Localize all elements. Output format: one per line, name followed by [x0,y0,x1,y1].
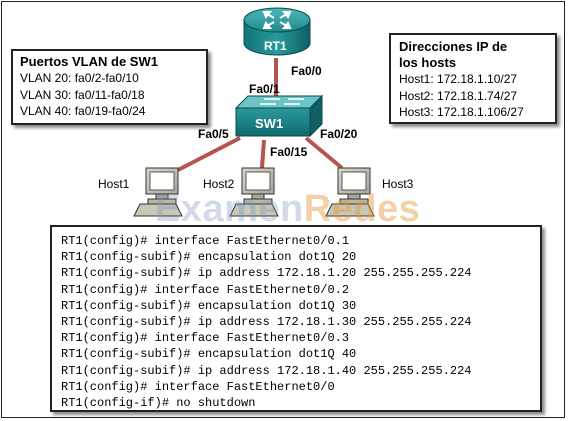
host2-label: Host2 [203,177,235,191]
port-label-rt1-fa0-0: Fa0/0 [291,64,322,78]
watermark-part2: Redes [303,188,421,230]
port-label-sw1-fa0-20: Fa0/20 [320,127,358,141]
host-ip-box: Direcciones IP de los hosts Host1: 172.1… [389,33,557,124]
router-label: RT1 [264,39,287,53]
cli-line: RT1(config-subif)# encapsulation dot1Q 3… [61,298,357,313]
port-label-sw1-fa0-5: Fa0/5 [198,127,229,141]
port-label-sw1-fa0-1: Fa0/1 [249,82,280,96]
vlan-box-title: Puertos VLAN de SW1 [20,54,158,69]
cli-line: RT1(config)# interface FastEthernet0/0.2 [61,282,350,297]
cli-line: RT1(config-subif)# encapsulation dot1Q 2… [61,250,357,265]
vlan-line: VLAN 40: fa0/19-fa0/24 [20,104,146,118]
link-sw1-host2 [260,139,266,169]
port-label-sw1-fa0-15: Fa0/15 [270,145,308,159]
cli-line: RT1(config-subif)# encapsulation dot1Q 4… [61,347,357,362]
host-ip-line: Host1: 172.18.1.10/27 [399,72,518,86]
link-sw1-host1 [177,136,241,172]
host-ip-line: Host3: 172.18.1.106/27 [399,105,524,119]
cli-line: RT1(config-subif)# ip address 172.18.1.4… [61,363,472,378]
cli-line: RT1(config)# interface FastEthernet0/0 [61,379,335,394]
host2-pc-icon [229,167,279,217]
host3-pc-icon [325,167,375,217]
router-icon [243,7,311,56]
host1-label: Host1 [98,177,130,191]
watermark-part1: Examen [155,188,304,230]
ip-box-title-line2: los hosts [399,55,457,70]
host-ip-line: Host2: 172.18.1.74/27 [399,88,518,103]
vlan-line: VLAN 20: fa0/2-fa0/10 [20,71,139,85]
cli-line: RT1(config)# interface FastEthernet0/0.3 [61,331,350,346]
cli-line: RT1(config-subif)# ip address 172.18.1.3… [61,315,472,330]
cli-line: RT1(config-subif)# ip address 172.18.1.2… [61,266,472,281]
cli-line: RT1(config)# interface FastEthernet0/0.1 [61,234,350,248]
vlan-line: VLAN 30: fa0/11-fa0/18 [20,87,145,102]
watermark: ExamenRedes [155,188,420,231]
switch-icon [234,94,324,138]
ip-box-title-line1: Direcciones IP de [399,39,508,54]
host3-label: Host3 [382,177,414,191]
link-sw1-host3 [304,136,344,170]
cli-config-box: RT1(config)# interface FastEthernet0/0.1… [50,225,542,412]
host1-pc-icon [133,167,183,217]
switch-label: SW1 [255,116,284,131]
vlan-ports-box: Puertos VLAN de SW1 VLAN 20: fa0/2-fa0/1… [11,49,208,125]
cli-line: RT1(config-if)# no shutdown [61,396,256,411]
